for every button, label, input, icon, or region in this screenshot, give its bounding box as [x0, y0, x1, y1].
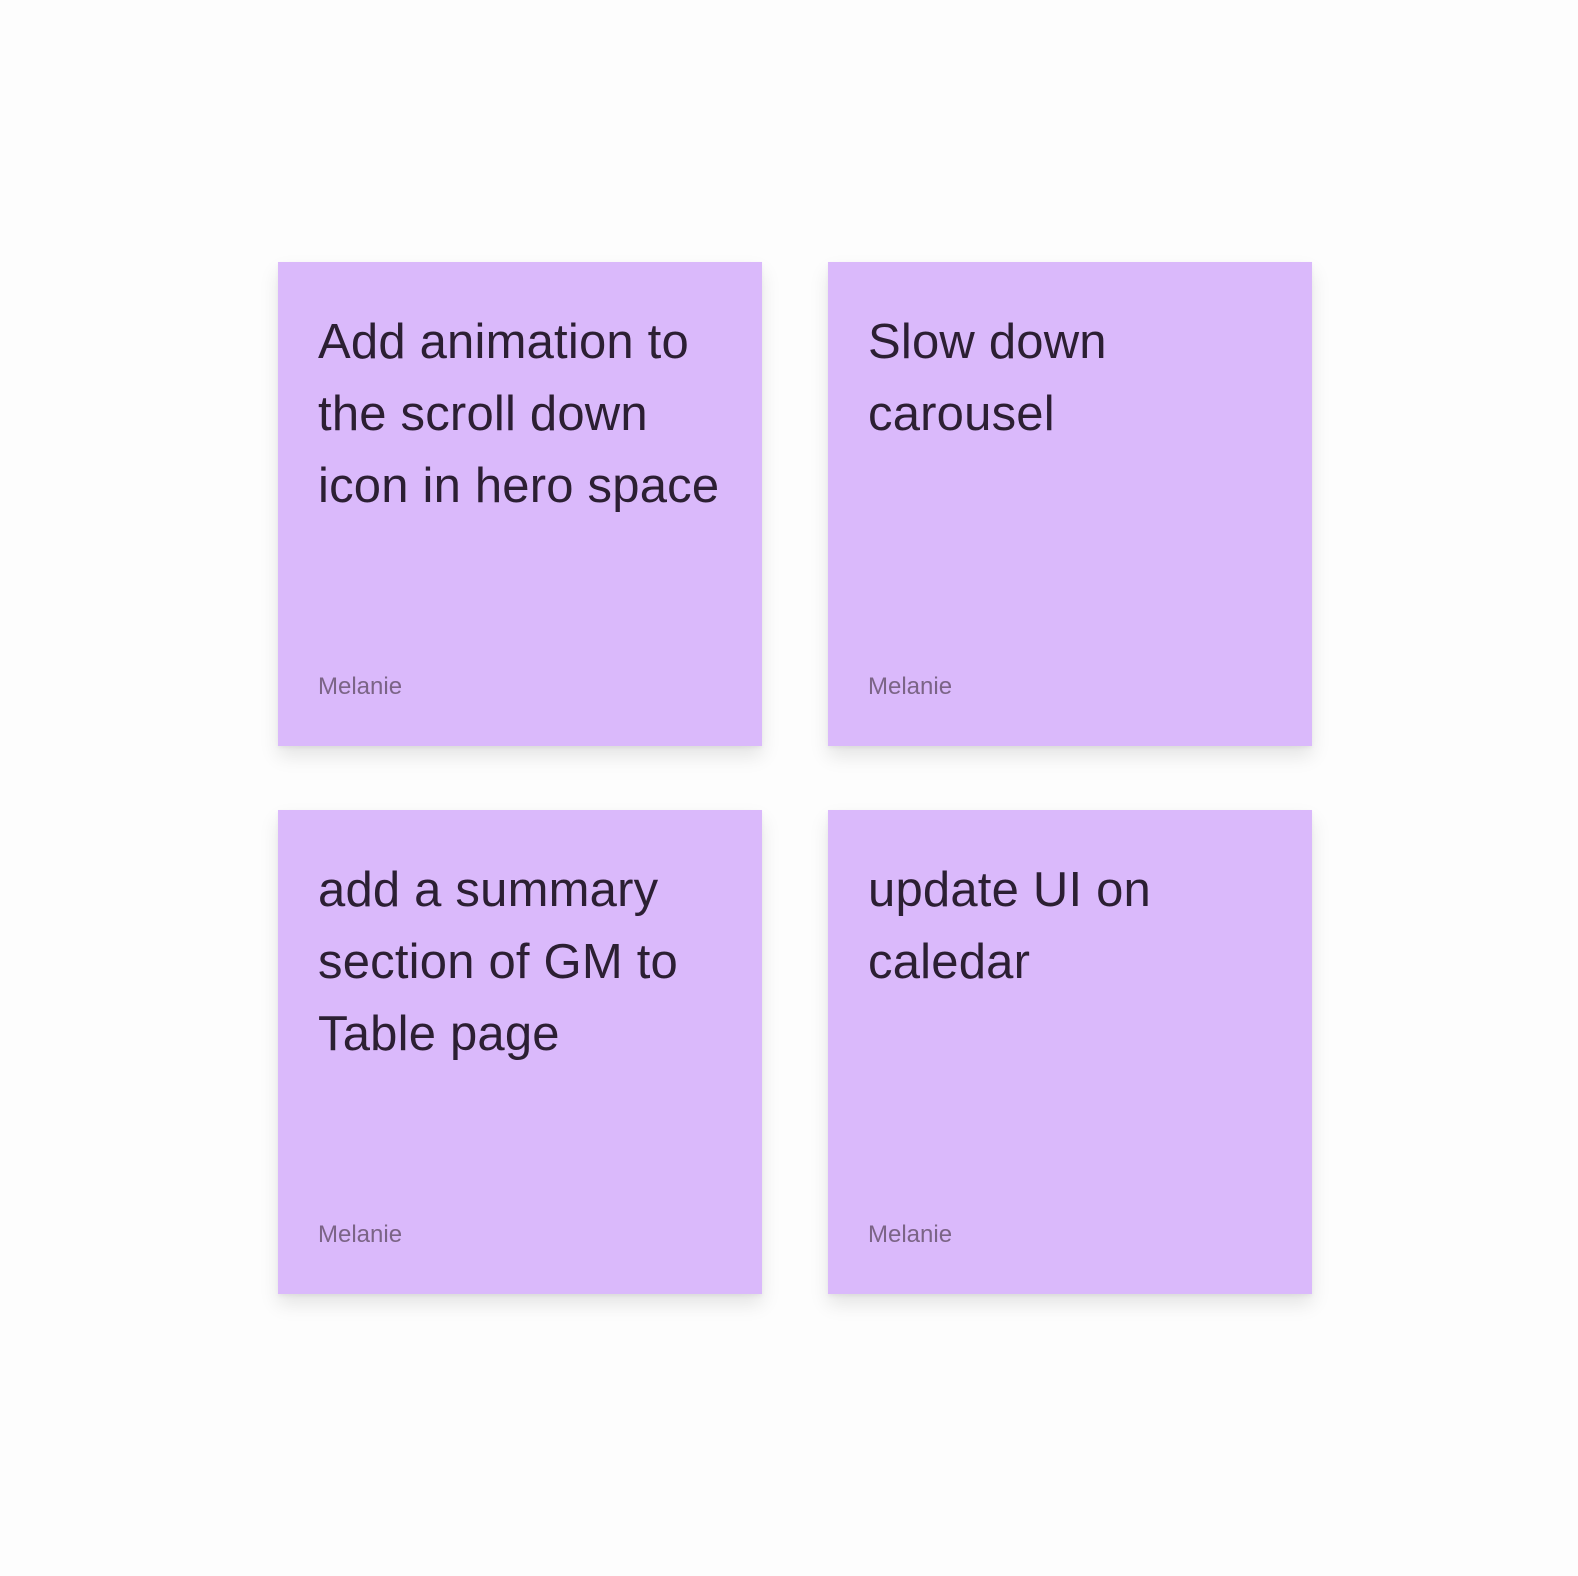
sticky-note-author: Melanie — [868, 1221, 953, 1248]
sticky-note-text[interactable]: update UI on caledar — [868, 863, 1152, 989]
sticky-note-text[interactable]: Slow down carousel — [868, 315, 1107, 441]
sticky-note-text[interactable]: add a summary section of GM to Table pag… — [318, 863, 678, 1061]
sticky-note-author: Melanie — [318, 673, 403, 700]
sticky-note-text[interactable]: Add animation to the scroll down icon in… — [318, 315, 720, 513]
sticky-note[interactable]: update UI on caledar Melanie — [828, 810, 1312, 1294]
sticky-note[interactable]: Add animation to the scroll down icon in… — [278, 262, 762, 746]
sticky-note[interactable]: add a summary section of GM to Table pag… — [278, 810, 762, 1294]
sticky-note[interactable]: Slow down carousel Melanie — [828, 262, 1312, 746]
sticky-note-author: Melanie — [868, 673, 953, 700]
sticky-note-author: Melanie — [318, 1221, 403, 1248]
